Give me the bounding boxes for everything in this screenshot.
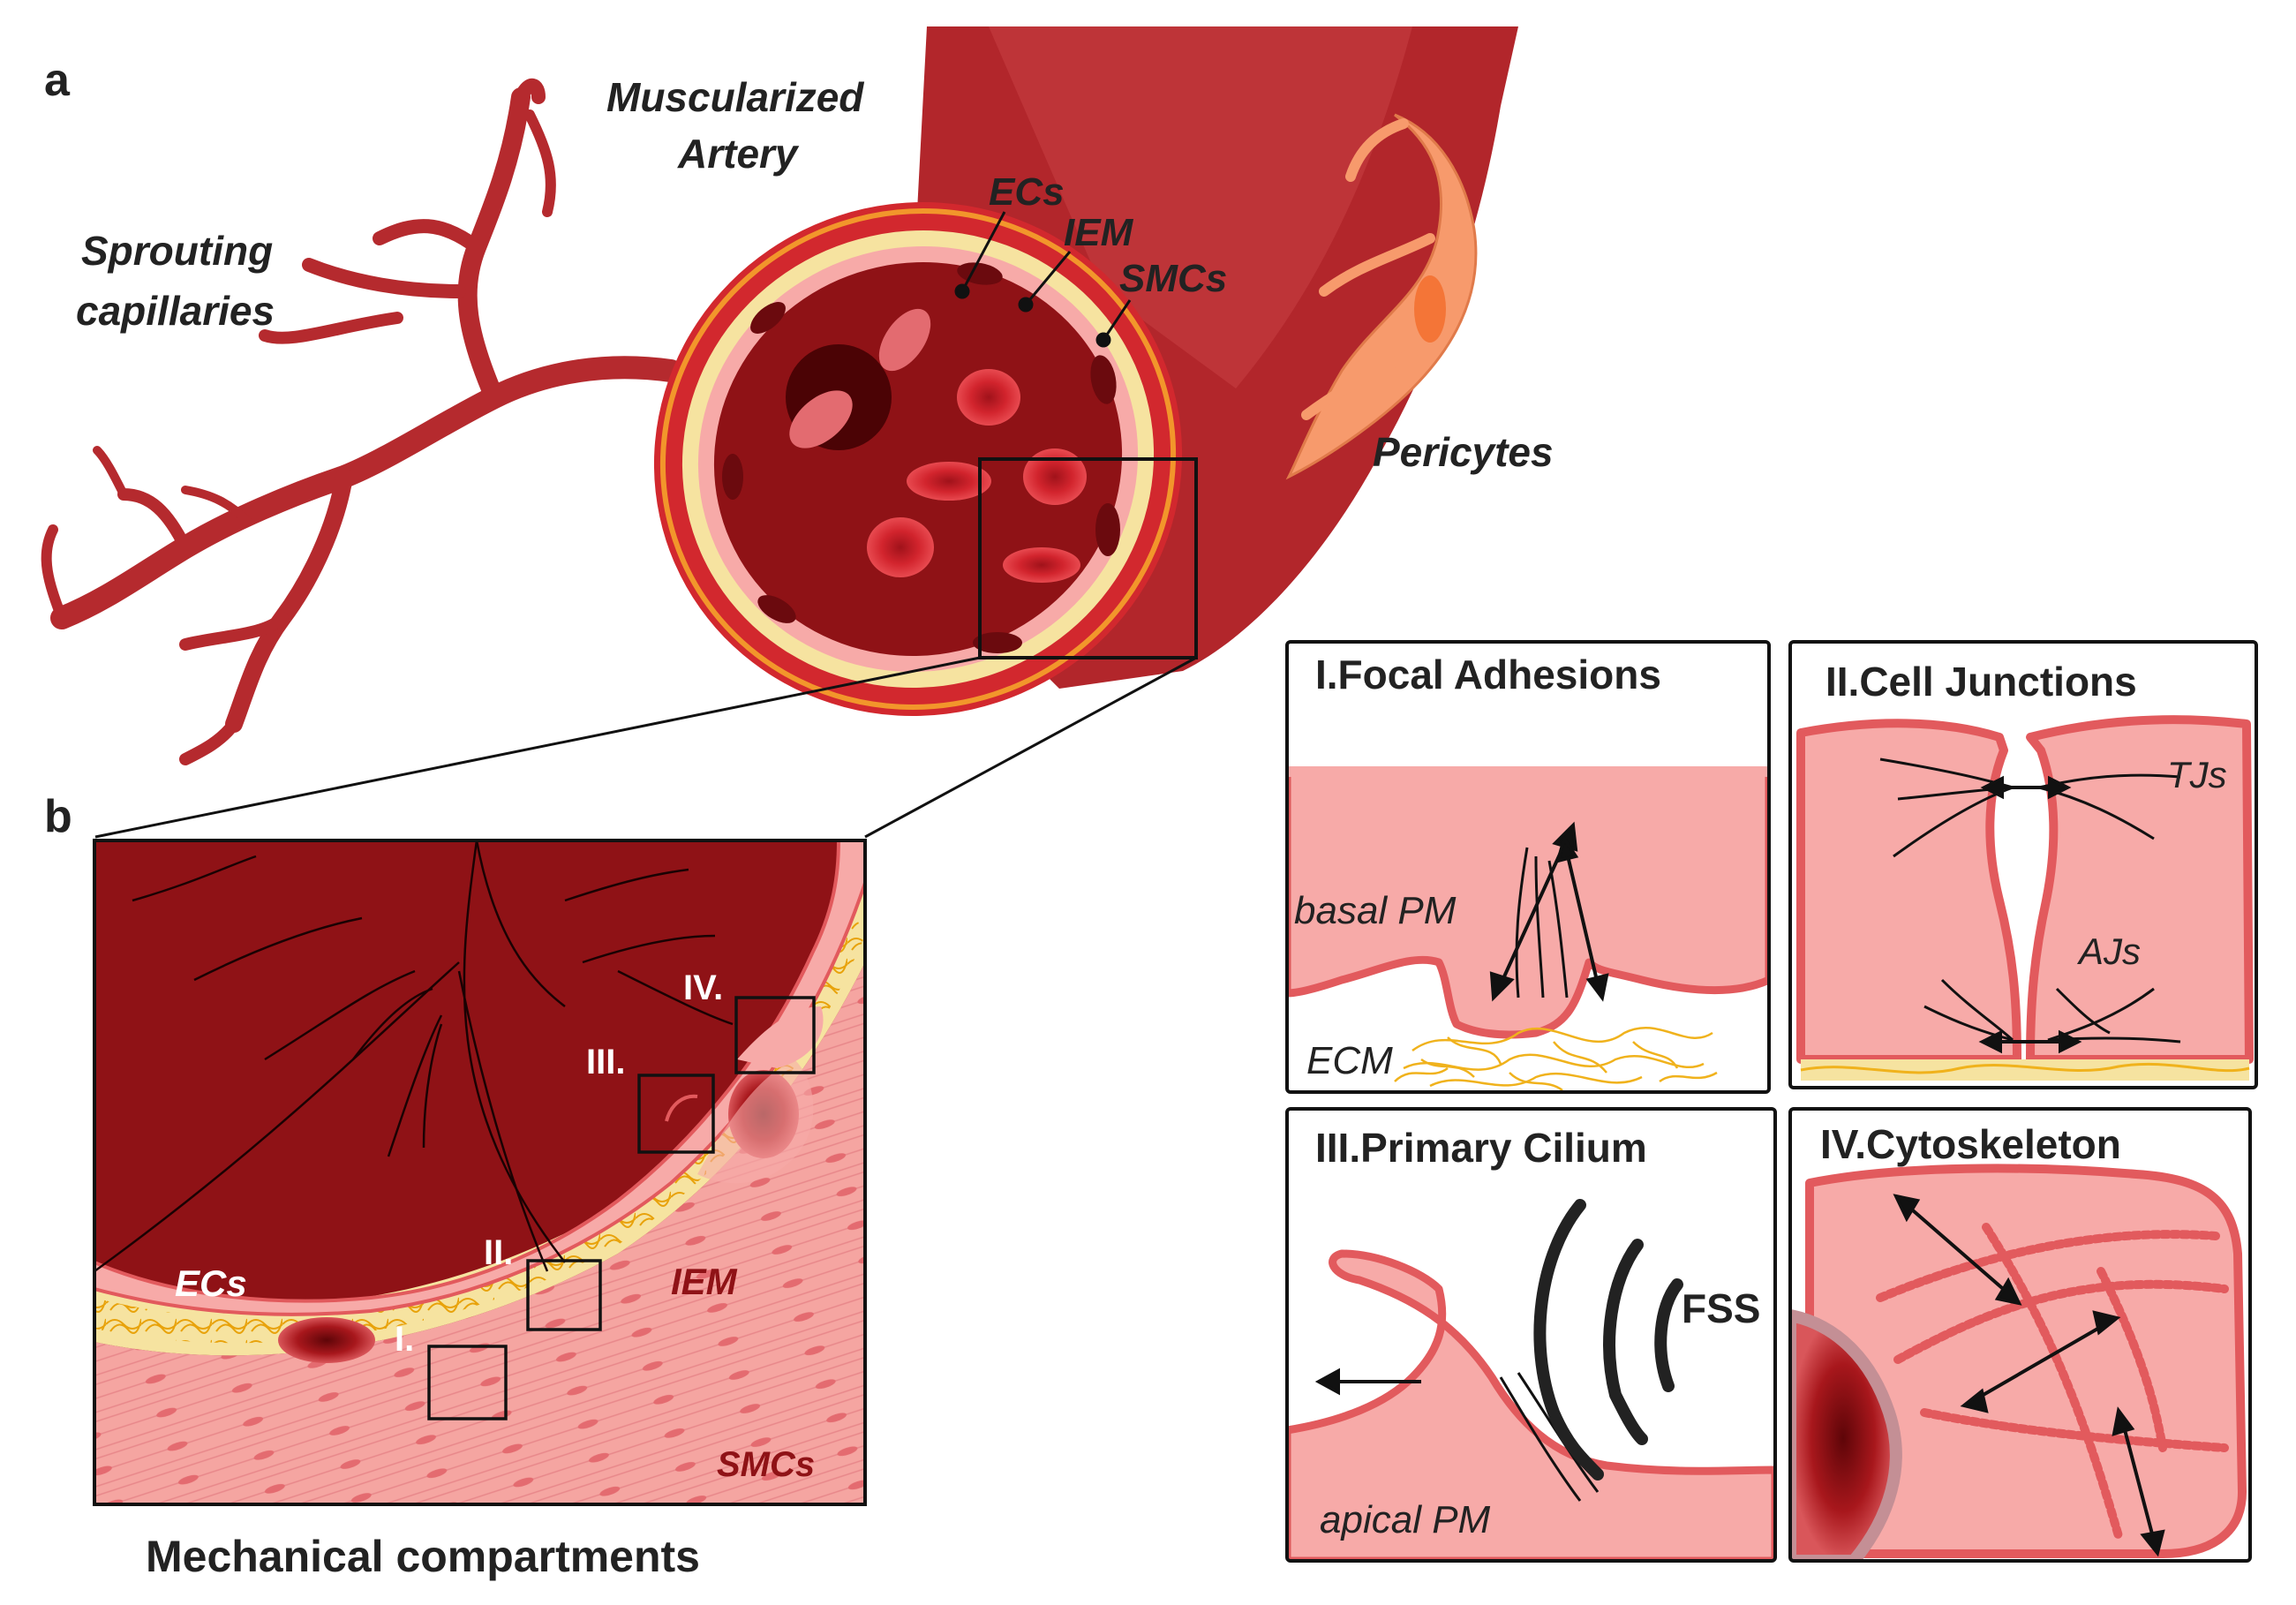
pericyte-body	[1285, 113, 1478, 480]
panel-b: b	[44, 791, 867, 1581]
cytoskeleton-nucleus	[1790, 1308, 1902, 1561]
zoom-box	[978, 457, 1198, 659]
panel-b-letter: b	[44, 791, 72, 842]
label-muscularized: Muscularized	[606, 74, 864, 120]
inset-iv-frame	[1788, 1107, 2252, 1563]
ec-nucleus-bottom	[278, 1317, 375, 1363]
inset-primary-cilium: III.Primary Cilium FSS apical PM	[1285, 1107, 1777, 1563]
box-iv	[734, 996, 816, 1074]
inset-cell-junctions: II.Cell Junctions TJs AJs	[1788, 640, 2258, 1089]
panel-b-title: Mechanical compartments	[146, 1532, 700, 1581]
label-b-iem: IEM	[671, 1261, 738, 1302]
label-a-iem: IEM	[1064, 211, 1134, 254]
label-b-ecs: ECs	[175, 1262, 247, 1304]
inset-iv-title: IV.Cytoskeleton	[1820, 1121, 2121, 1167]
cytoskeleton-arrows	[1893, 1194, 2165, 1557]
junction-arrows	[1978, 775, 2082, 1054]
cilium-arrow	[1314, 1368, 1421, 1396]
muscularized-artery	[94, 26, 1518, 839]
label-ecm: ECM	[1306, 1039, 1393, 1082]
label-a-smcs: SMCs	[1119, 257, 1227, 300]
label-box-iv: IV.	[683, 968, 723, 1007]
label-box-i: I.	[395, 1320, 414, 1359]
actin-filaments	[1876, 1223, 2229, 1541]
label-capillaries: capillaries	[76, 288, 275, 334]
inset-ii-title: II.Cell Junctions	[1826, 659, 2137, 705]
inset-ii-frame	[1788, 640, 2258, 1089]
inset-cytoskeleton: IV.Cytoskeleton	[1788, 1107, 2252, 1563]
lumen-fold-lines	[94, 840, 734, 1273]
label-ajs: AJs	[2076, 931, 2141, 972]
inset-focal-adhesions: I.Focal Adhesions basal PM ECM	[1285, 640, 1771, 1094]
label-apical-pm: apical PM	[1320, 1498, 1491, 1541]
fss-waves	[1533, 1199, 1683, 1481]
label-basal-pm: basal PM	[1294, 889, 1457, 932]
inset-iii-title: III.Primary Cilium	[1315, 1125, 1647, 1171]
box-iii	[637, 1074, 715, 1154]
label-pointers	[954, 211, 1132, 348]
inset-i-frame	[1285, 640, 1771, 1094]
red-blood-cells	[789, 308, 1087, 583]
box-i	[427, 1345, 508, 1420]
label-a-ecs: ECs	[989, 170, 1065, 214]
focal-arrows	[1489, 821, 1609, 1002]
label-box-iii: III.	[586, 1043, 625, 1081]
box-ii	[526, 1259, 602, 1331]
label-artery: Artery	[677, 131, 800, 177]
panel-a-letter: a	[44, 55, 71, 106]
label-b-smcs: SMCs	[717, 1445, 815, 1484]
ecm-fibers	[1394, 1027, 1718, 1092]
label-sprouting: Sprouting	[81, 228, 273, 274]
inset-iii-frame	[1285, 1107, 1777, 1563]
sprouting-capillaries	[41, 78, 682, 765]
panel-a: a	[41, 26, 1554, 839]
label-tjs: TJs	[2167, 754, 2227, 795]
focal-stress-fibers	[1515, 847, 1569, 998]
label-fss: FSS	[1682, 1285, 1760, 1331]
label-box-ii: II.	[484, 1233, 513, 1272]
label-pericytes: Pericytes	[1373, 429, 1554, 475]
inset-i-title: I.Focal Adhesions	[1315, 652, 1661, 697]
panel-b-frame	[93, 839, 867, 1506]
